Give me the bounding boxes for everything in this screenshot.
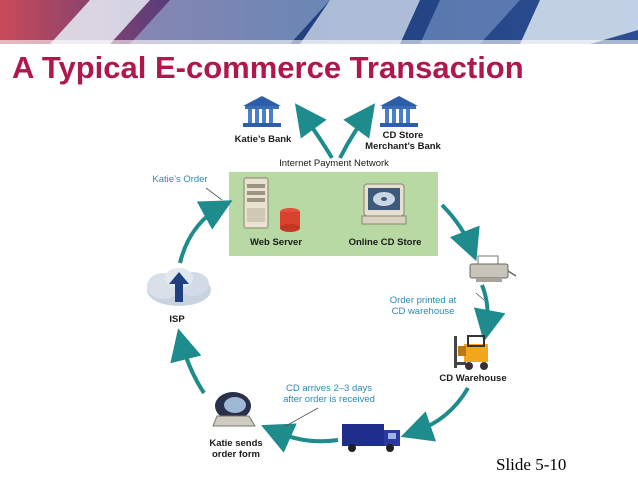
- arrow-printer-to-warehouse: [473, 284, 506, 342]
- leader-katies-order: [205, 187, 223, 201]
- katie-sends-label-line1: Katie sends: [209, 438, 263, 449]
- cloud-icon: [147, 268, 211, 306]
- order-printed-label-line1: Order printed at: [389, 295, 457, 306]
- katies-bank-label: Katie’s Bank: [234, 134, 292, 145]
- arrow-isp-to-webserver: [178, 200, 233, 264]
- slide-title: A Typical E-commerce Transaction: [12, 50, 524, 85]
- katies-order-label: Katie’s Order: [152, 174, 208, 185]
- printer-icon: [469, 255, 517, 282]
- arrow-truck-to-katie: [261, 423, 339, 453]
- cd-arrives-label-line2: after order is received: [283, 394, 375, 405]
- slide-number: Slide 5-10: [496, 455, 567, 474]
- truck-icon: [342, 424, 400, 452]
- cd-store-bank-label-line1: CD Store: [382, 130, 424, 141]
- leader-order-printed: [475, 292, 485, 301]
- arrow-to-merchant-bank: [338, 103, 376, 159]
- arrow-store-to-printer: [440, 203, 480, 262]
- web-server-label: Web Server: [249, 237, 303, 248]
- payment-network-label: Internet Payment Network: [279, 158, 389, 169]
- banner-graphic: [0, 0, 638, 44]
- cd-warehouse-label: CD Warehouse: [439, 373, 507, 384]
- computer-icon: [361, 183, 407, 225]
- bank-icon: [243, 96, 281, 127]
- forklift-icon: [454, 335, 488, 370]
- katie-sends-label-line2: order form: [211, 449, 261, 460]
- cd-store-bank-label-line2: Merchant’s Bank: [365, 141, 441, 152]
- arrow-warehouse-to-truck: [400, 386, 470, 442]
- arrow-katie-to-isp: [170, 328, 206, 395]
- computer-icon: [212, 392, 256, 427]
- bank-icon: [380, 96, 418, 127]
- online-cd-store-label: Online CD Store: [348, 237, 422, 248]
- leader-cd-arrives: [283, 407, 319, 428]
- server-icon: [243, 177, 300, 232]
- cd-arrives-label-line1: CD arrives 2–3 days: [285, 383, 373, 394]
- order-printed-label-line2: CD warehouse: [391, 306, 455, 317]
- arrow-to-katies-bank: [294, 103, 334, 160]
- header-banner: [0, 0, 638, 44]
- isp-label: ISP: [169, 314, 185, 325]
